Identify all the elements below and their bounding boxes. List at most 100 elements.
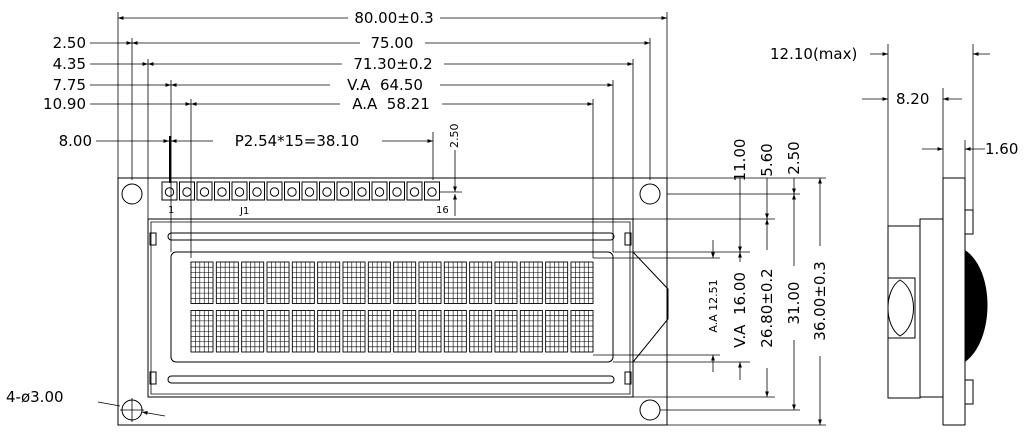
character-cell bbox=[190, 261, 214, 304]
pin-pad bbox=[284, 181, 300, 201]
dim-va-width: V.A 64.50 bbox=[347, 76, 423, 94]
dim-aa-width: A.A 58.21 bbox=[352, 95, 430, 113]
character-cell bbox=[393, 261, 417, 304]
pin-pad bbox=[354, 181, 370, 201]
dim-top-to-va: 11.00 bbox=[731, 139, 749, 182]
character-cell bbox=[545, 261, 569, 304]
character-cell bbox=[291, 261, 315, 304]
character-cell bbox=[215, 310, 239, 353]
character-cell bbox=[519, 261, 543, 304]
character-cell bbox=[494, 261, 518, 304]
front-view: 1 16 J1 80.00±0.3 2.50 75.00 4.35 71.30±… bbox=[6, 9, 829, 426]
character-cell bbox=[291, 310, 315, 353]
dim-pin-pitch: P2.54*15=38.10 bbox=[235, 132, 360, 150]
side-pin-top bbox=[964, 209, 974, 235]
character-cell bbox=[519, 310, 543, 353]
character-cell bbox=[570, 310, 594, 353]
dim-top-hole-offset: 2.50 bbox=[785, 141, 803, 174]
dim-hole-offset: 2.50 bbox=[53, 34, 86, 52]
dim-aa-height: A.A 12.51 bbox=[707, 279, 720, 332]
character-cell bbox=[317, 261, 341, 304]
side-led-lens bbox=[887, 279, 914, 337]
pin-pad bbox=[319, 181, 335, 201]
pin-hole bbox=[392, 187, 402, 197]
character-cell bbox=[443, 310, 467, 353]
pin-hole bbox=[409, 187, 420, 197]
dim-overall-width: 80.00±0.3 bbox=[354, 9, 433, 27]
character-cell bbox=[266, 261, 290, 304]
character-matrix bbox=[190, 261, 594, 353]
side-backlight bbox=[888, 277, 916, 339]
pin-pad bbox=[389, 181, 405, 201]
dim-hole-pitch-v: 31.00 bbox=[785, 282, 803, 325]
character-cell bbox=[367, 310, 391, 353]
character-cell bbox=[443, 261, 467, 304]
character-cell bbox=[393, 310, 417, 353]
pin-hole bbox=[374, 187, 385, 197]
pin-pad bbox=[214, 181, 230, 201]
pin-pad bbox=[249, 181, 265, 201]
pin-pad bbox=[424, 181, 440, 201]
pin-pad bbox=[266, 181, 283, 201]
pin-pad bbox=[301, 181, 318, 201]
bezel-tab bbox=[624, 232, 632, 246]
dim-bezel-height: 26.80±0.2 bbox=[758, 268, 776, 347]
bezel-rail-bottom bbox=[167, 375, 615, 384]
character-cell bbox=[570, 261, 594, 304]
pin-hole bbox=[287, 187, 297, 197]
pin-hole bbox=[339, 187, 350, 197]
dim-pin1-offset: 8.00 bbox=[59, 132, 92, 150]
pin-pad bbox=[179, 181, 195, 201]
pin-hole bbox=[234, 187, 245, 197]
mounting-hole-bottom-right bbox=[639, 399, 661, 421]
pin-header bbox=[161, 181, 440, 201]
pcb-outline bbox=[117, 177, 668, 426]
side-pcb bbox=[942, 177, 966, 426]
dim-hole-pitch: 75.00 bbox=[371, 34, 414, 52]
pin-pad bbox=[196, 181, 213, 201]
mounting-hole-top-left bbox=[121, 183, 143, 205]
pin-1-marker bbox=[169, 136, 172, 183]
pin-pad bbox=[161, 181, 178, 201]
bezel-rail-top bbox=[167, 232, 615, 241]
side-lcd-glass bbox=[919, 218, 944, 398]
connector-label: J1 bbox=[239, 206, 249, 217]
side-pin-bottom bbox=[964, 379, 974, 405]
pin-hole bbox=[269, 187, 280, 197]
character-cell bbox=[342, 261, 366, 304]
dim-pin-row-offset: 2.50 bbox=[448, 124, 461, 149]
character-cell bbox=[342, 310, 366, 353]
character-cell bbox=[215, 261, 239, 304]
dim-top-to-bezel: 5.60 bbox=[758, 143, 776, 176]
pin-pad bbox=[406, 181, 423, 201]
dim-va-offset: 7.75 bbox=[53, 76, 86, 94]
dim-pcb-thickness: 1.60 bbox=[985, 140, 1018, 158]
character-cell bbox=[367, 261, 391, 304]
character-cell bbox=[469, 261, 493, 304]
dim-overall-height: 36.00±0.3 bbox=[811, 261, 829, 340]
pin-hole bbox=[182, 187, 192, 197]
pin-pad bbox=[371, 181, 388, 201]
side-chip-blob bbox=[965, 250, 988, 362]
character-cell bbox=[266, 310, 290, 353]
viewing-area bbox=[170, 251, 614, 363]
pin-pad bbox=[336, 181, 353, 201]
dim-thickness-max: 12.10(max) bbox=[770, 45, 857, 63]
bezel-inner bbox=[150, 221, 631, 395]
pin-hole bbox=[252, 187, 262, 197]
pin-hole bbox=[427, 187, 437, 197]
character-cell bbox=[241, 261, 265, 304]
dim-bezel-offset: 4.35 bbox=[53, 55, 86, 73]
character-cell bbox=[317, 310, 341, 353]
pin-hole bbox=[164, 187, 175, 197]
mounting-hole-top-right bbox=[639, 183, 661, 205]
bezel-tab bbox=[149, 232, 157, 246]
dim-body-thickness: 8.20 bbox=[896, 90, 929, 108]
dim-hole-callout: 4-ø3.00 bbox=[6, 388, 64, 406]
pin-hole bbox=[199, 187, 210, 197]
dim-bezel-width: 71.30±0.2 bbox=[353, 55, 432, 73]
character-cell bbox=[241, 310, 265, 353]
character-cell bbox=[494, 310, 518, 353]
pin-hole bbox=[357, 187, 367, 197]
pin-last-label: 16 bbox=[436, 205, 449, 216]
